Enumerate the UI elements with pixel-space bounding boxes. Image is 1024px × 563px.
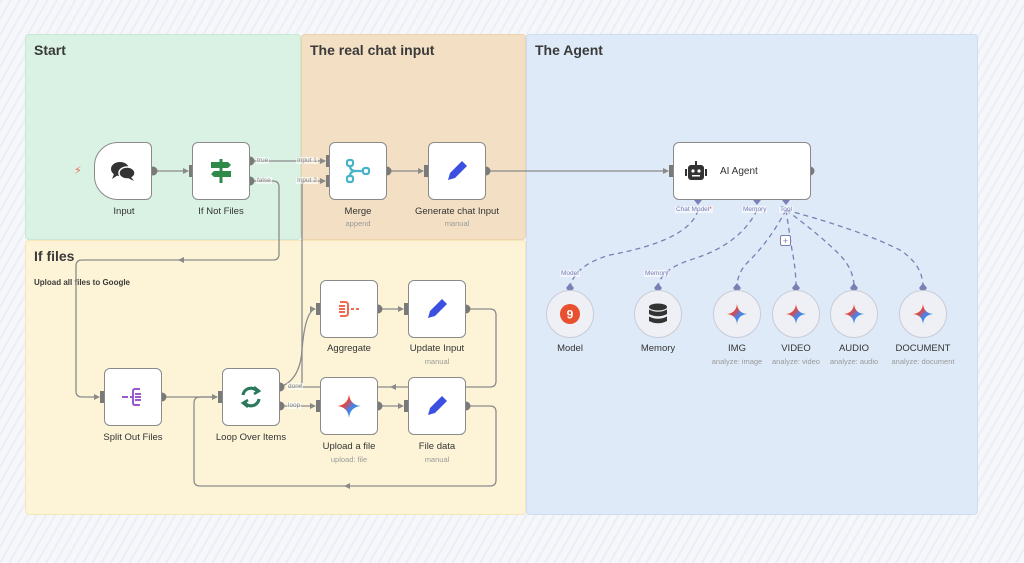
node-label: IMG (728, 343, 746, 354)
node-generate-chat-input[interactable] (428, 142, 486, 200)
node-sublabel: analyze: document (891, 357, 955, 366)
node-label: Update Input (409, 343, 465, 354)
database-icon (649, 303, 667, 324)
node-split-out-files[interactable] (104, 368, 162, 426)
pencil-icon (428, 297, 449, 318)
node-label: Merge (344, 206, 372, 217)
node-sublabel: analyze: video (772, 357, 820, 366)
input-label-2: Input 2 (296, 177, 318, 184)
node-label: DOCUMENT (895, 343, 951, 354)
port-label-chat-model: Chat Model* (675, 206, 713, 213)
input-label-1: Input 1 (296, 157, 318, 164)
node-model[interactable]: 9 (546, 290, 594, 338)
node-sublabel: append (345, 219, 371, 228)
node-sublabel: analyze: image (711, 357, 763, 366)
model-icon: 9 (560, 304, 580, 324)
node-label: VIDEO (781, 343, 811, 354)
sticky-title: The Agent (535, 42, 603, 58)
node-label: Upload a file (322, 441, 376, 452)
node-label: Split Out Files (103, 432, 163, 443)
sticky-title: The real chat input (310, 42, 435, 58)
node-sublabel: manual (424, 455, 450, 464)
node-merge[interactable] (329, 142, 387, 200)
node-label: If Not Files (198, 206, 244, 217)
node-label: Model (557, 343, 583, 354)
node-file-data[interactable] (408, 377, 466, 435)
node-if-not-files[interactable] (192, 142, 250, 200)
node-video[interactable] (772, 290, 820, 338)
port-label-text: Chat Model (676, 206, 710, 213)
sticky-title: If files (34, 248, 75, 264)
port-label-memory: Memory (742, 206, 768, 213)
sticky-note-chat-input[interactable]: The real chat input (301, 34, 526, 240)
node-label: File data (418, 441, 456, 452)
node-memory[interactable] (634, 290, 682, 338)
node-sublabel: manual (444, 219, 470, 228)
port-label-model: Model (560, 270, 580, 277)
output-label-true: true (256, 157, 270, 164)
chat-bubbles-icon (111, 162, 136, 181)
node-label: Input (113, 206, 135, 217)
node-input[interactable] (94, 142, 152, 200)
node-label: Memory (640, 343, 676, 354)
pencil-icon (428, 394, 449, 415)
aggregate-icon (339, 301, 359, 317)
sticky-note-agent[interactable]: The Agent (526, 34, 978, 515)
node-upload-a-file[interactable] (320, 377, 378, 435)
node-sublabel: upload: file (330, 455, 368, 464)
sticky-title: Start (34, 42, 66, 58)
output-label-false: false (256, 177, 272, 184)
output-label-done: done (287, 383, 304, 390)
node-label: AUDIO (838, 343, 870, 354)
node-ai-agent[interactable]: AI Agent (673, 142, 811, 200)
node-sublabel: manual (424, 357, 450, 366)
svg-text:9: 9 (567, 308, 574, 322)
node-audio[interactable] (830, 290, 878, 338)
gemini-icon (843, 303, 865, 325)
port-label-tool: Tool (779, 206, 793, 213)
merge-icon (345, 158, 371, 184)
gemini-icon (785, 303, 807, 325)
add-tool-button[interactable]: + (780, 235, 791, 246)
node-sublabel: analyze: audio (829, 357, 879, 366)
robot-icon (685, 161, 707, 180)
loop-icon (240, 385, 262, 409)
trigger-bolt-icon: ⚡ (74, 165, 82, 177)
node-label: Generate chat Input (415, 206, 499, 217)
sticky-subtitle: Upload all files to Google (34, 278, 131, 287)
node-label: AI Agent (720, 165, 758, 177)
node-loop-over-items[interactable] (222, 368, 280, 426)
node-update-input[interactable] (408, 280, 466, 338)
node-img[interactable] (713, 290, 761, 338)
node-aggregate[interactable] (320, 280, 378, 338)
node-document[interactable] (899, 290, 947, 338)
gemini-icon (912, 303, 934, 325)
signpost-icon (211, 159, 231, 183)
node-label: Aggregate (327, 343, 371, 354)
gemini-icon (726, 303, 748, 325)
split-icon (122, 388, 141, 406)
output-label-loop: loop (287, 402, 302, 409)
gemini-icon (337, 394, 361, 418)
node-label: Loop Over Items (215, 432, 287, 443)
port-label-memory: Memory (644, 270, 670, 277)
pencil-icon (448, 159, 469, 180)
required-mark: * (709, 206, 712, 213)
